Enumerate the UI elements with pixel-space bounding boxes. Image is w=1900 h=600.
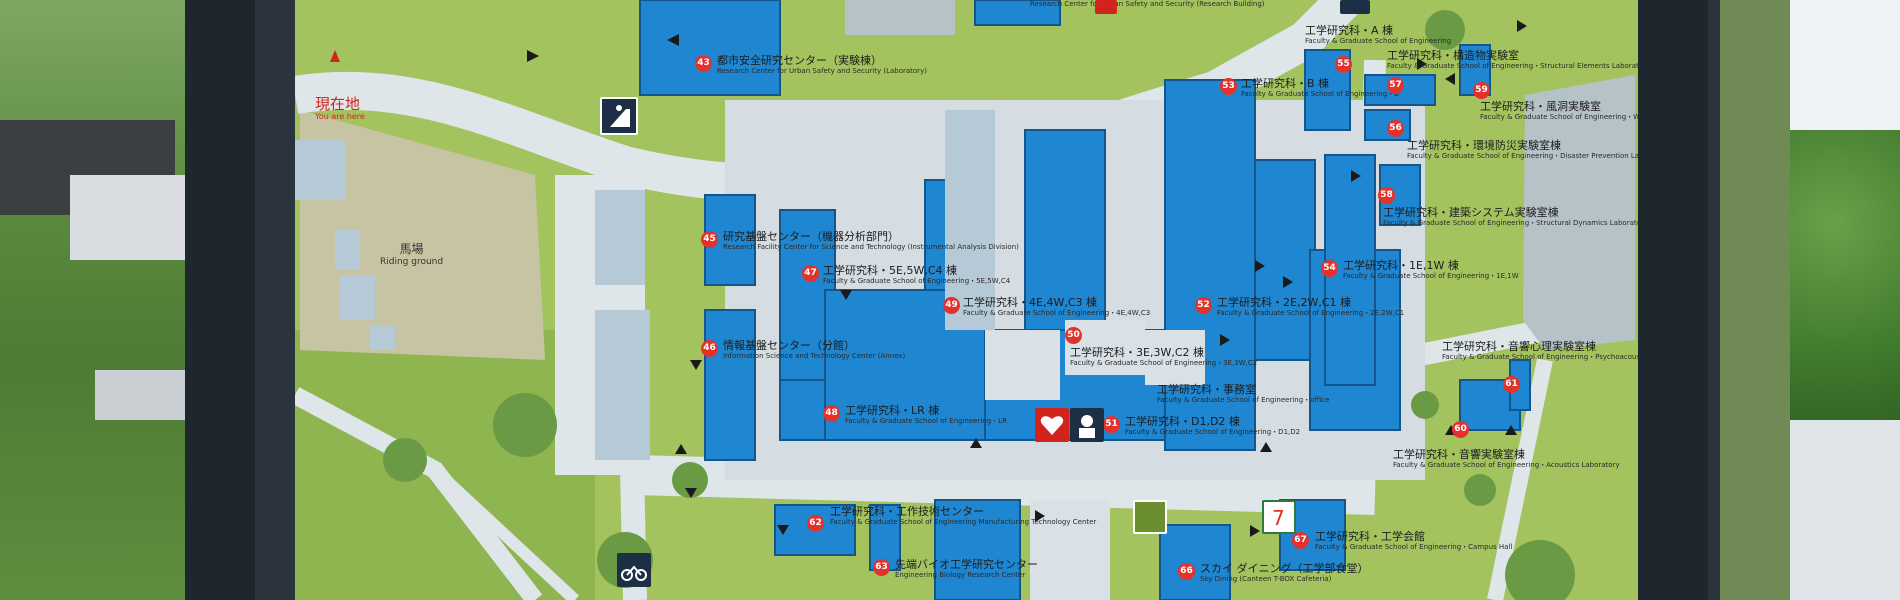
building-number: 53 [1220,78,1237,95]
sign-icon-top [1340,0,1370,14]
grey-building-right [1523,75,1635,350]
building-number: 52 [1195,297,1212,314]
building-number: 59 [1473,82,1490,99]
sign-frame-right [1638,0,1708,600]
hillside-trees [0,0,185,600]
background-building-right [1790,420,1900,600]
building-number: 67 [1292,532,1309,549]
building-number: 61 [1503,376,1520,393]
building-number: 49 [943,297,960,314]
building-number: 43 [695,55,712,72]
building-number: 62 [807,515,824,532]
building-number: 63 [873,559,890,576]
walk-sign-icon [600,97,638,135]
building-number: 45 [701,231,718,248]
building-number: 51 [1103,416,1120,433]
motorcycle-parking-icon [617,553,651,587]
background-building-white [70,175,185,260]
building-number: 55 [1335,56,1352,73]
you-are-here-marker [330,50,340,62]
building-number: 66 [1178,563,1195,580]
building-number: 56 [1387,120,1404,137]
building-number: 60 [1452,421,1469,438]
top-building-label: Research Center for Urban Safety and Sec… [1030,0,1265,8]
building-label: 研究基盤センター（機器分析部門）Research Facility Center… [723,230,1019,251]
building-label: 都市安全研究センター（実験棟）Research Center for Urban… [717,54,927,75]
sign-frame-left-inner [255,0,295,600]
building-number: 57 [1387,77,1404,94]
trees-right [1790,130,1900,440]
vending-icon [1133,500,1167,534]
building-number: 58 [1378,187,1395,204]
building-label: スカイ ダイニング（工学部食堂）Sky Dining (Canteen T-BO… [1200,562,1369,583]
aed-icon [1035,408,1069,442]
campus-map-board: 現在地 You are here 馬場 Riding ground Resear… [295,0,1638,600]
aed-icon [1095,0,1117,14]
building-label: 情報基盤センター（分館）Information Science and Tech… [723,339,906,360]
sign-frame-left [185,0,255,600]
building-number: 54 [1321,260,1338,277]
building-number: 47 [802,265,819,282]
you-are-here-label: 現在地 You are here [315,95,365,121]
background-building-lower [95,370,185,420]
svg-text:7: 7 [1272,506,1285,530]
sign-frame-right-inner [1708,0,1720,600]
building-number: 46 [701,340,718,357]
building-number: 50 [1065,327,1082,344]
convenience-store-icon: 7 [1262,500,1296,534]
riding-ground-label: 馬場 Riding ground [380,242,444,267]
security-guard-icon [1070,408,1104,442]
building-number: 48 [823,405,840,422]
